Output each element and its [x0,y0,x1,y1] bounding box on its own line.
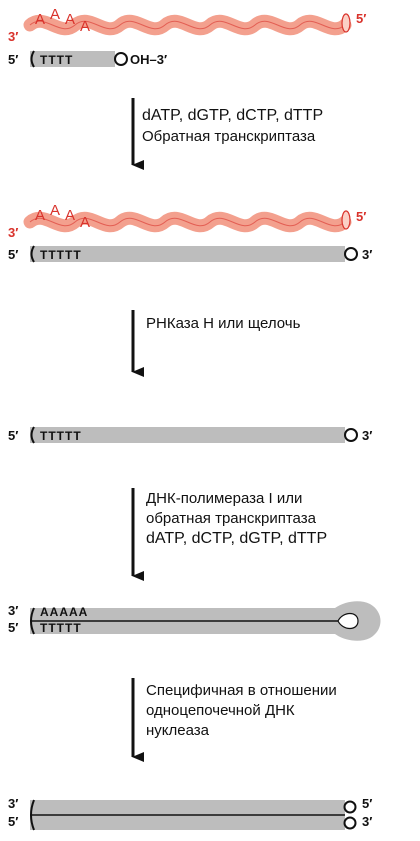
step-4-nuclease-line1: Специфичная в отношении [146,683,337,698]
poly-t-label: TTTTT [40,249,82,261]
poly-a-base: A [65,12,75,27]
poly-a-base: A [50,203,60,218]
hairpin-5-end-label: 5′ [8,621,18,634]
oligo-dt-label: TTTT [40,54,73,66]
poly-a-base: A [80,215,90,230]
step-2-rnase: РНКаза Н или щелочь [146,316,300,331]
ds-bottom-3-end-label: 3′ [362,815,372,828]
cdna-5-end-label: 5′ [8,248,18,261]
primer-5-end-label: 5′ [8,53,18,66]
poly-a-base: A [80,19,90,34]
step-4-nuclease-line3: нуклеаза [146,723,209,738]
mrna-5-end-cap [342,14,350,32]
mrna-5-end-label: 5′ [356,12,366,25]
primer-3-end [115,53,127,65]
mrna-3-end-label: 3′ [8,226,18,239]
ds-bottom-5-end-label: 5′ [8,815,18,828]
cdna-3-end-label: 3′ [362,248,372,261]
step-1-enzyme: Обратная транскриптаза [142,129,315,144]
poly-t-label: TTTTT [40,430,82,442]
single-cdna-3-end-label: 3′ [362,429,372,442]
ds-top-3-end-label: 3′ [8,797,18,810]
step-3-rt: обратная транскриптаза [146,511,316,526]
single-cdna-5-end-label: 5′ [8,429,18,442]
poly-a-base: A [35,208,45,223]
stage-1-mrna-primer [30,14,350,67]
mrna-5-end-label: 5′ [356,210,366,223]
stage-5-ds-cdna [30,800,356,830]
poly-a-base: A [35,12,45,27]
hairpin-3-end-label: 3′ [8,604,18,617]
poly-a-label: AAAAA [40,606,88,618]
oh-3-end-label: OH–3′ [130,53,167,66]
poly-a-base: A [50,7,60,22]
step-1-nucleotides: dATP, dGTP, dCTP, dTTP [142,108,323,124]
step-3-polymerase: ДНК-полимераза I или [146,491,302,506]
poly-a-base: A [65,208,75,223]
mrna-3-end-label: 3′ [8,30,18,43]
step-4-nuclease-line2: одноцепочечной ДНК [146,703,295,718]
ds-top-5-end-label: 5′ [362,797,372,810]
poly-t-label: TTTTT [40,622,82,634]
step-3-nucleotides: dATP, dCTP, dGTP, dTTP [146,531,327,547]
